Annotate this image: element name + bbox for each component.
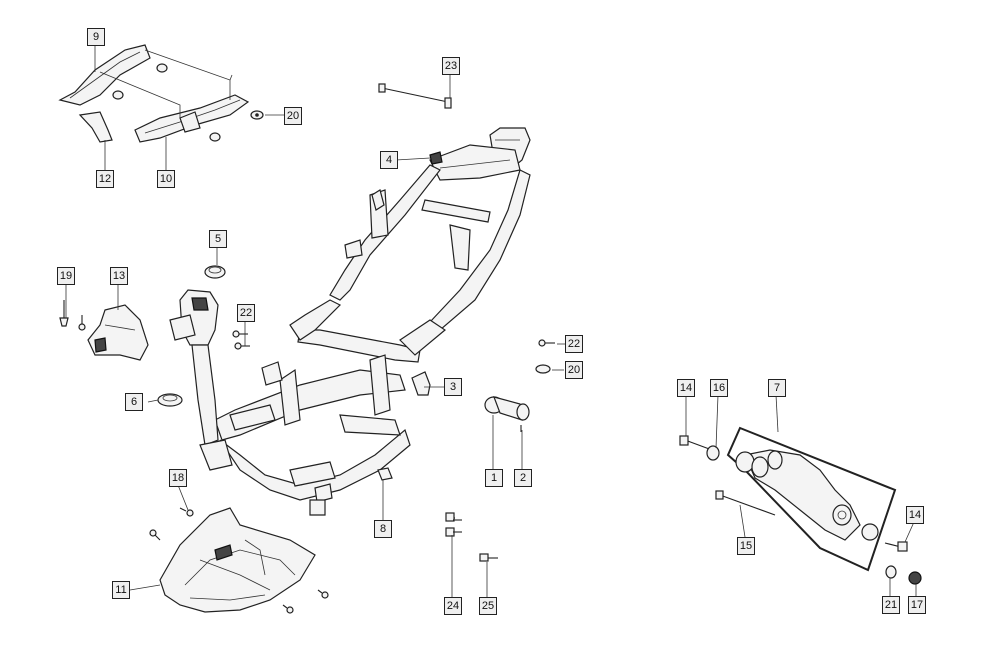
callout-22-right[interactable]: 22	[565, 335, 583, 353]
callout-12[interactable]: 12	[96, 170, 114, 188]
callout-23[interactable]: 23	[442, 57, 460, 75]
callout-25[interactable]: 25	[479, 597, 497, 615]
callout-15[interactable]: 15	[737, 537, 755, 555]
callout-9[interactable]: 9	[87, 28, 105, 46]
callout-16[interactable]: 16	[710, 379, 728, 397]
callout-8[interactable]: 8	[374, 520, 392, 538]
callout-14-left[interactable]: 14	[677, 379, 695, 397]
bracket-part-13	[59, 300, 149, 361]
callout-3[interactable]: 3	[444, 378, 462, 396]
callout-2[interactable]: 2	[514, 469, 532, 487]
callout-21[interactable]: 21	[882, 596, 900, 614]
callout-6[interactable]: 6	[125, 393, 143, 411]
callout-13[interactable]: 13	[110, 267, 128, 285]
callout-18[interactable]: 18	[169, 469, 187, 487]
callout-17[interactable]: 17	[908, 596, 926, 614]
callout-22-left[interactable]: 22	[237, 304, 255, 322]
callout-1[interactable]: 1	[485, 469, 503, 487]
callout-5[interactable]: 5	[209, 230, 227, 248]
floor-bracket-assembly	[58, 44, 264, 143]
engine-hanger-assembly	[679, 426, 922, 585]
callout-10[interactable]: 10	[157, 170, 175, 188]
callout-24[interactable]: 24	[444, 597, 462, 615]
callout-11[interactable]: 11	[112, 581, 130, 599]
callout-20-upper[interactable]: 20	[284, 107, 302, 125]
main-frame	[169, 127, 531, 516]
callout-20-lower[interactable]: 20	[565, 361, 583, 379]
callout-14-right[interactable]: 14	[906, 506, 924, 524]
cable-part-23	[378, 83, 452, 109]
leader-lines	[65, 44, 917, 597]
callout-4[interactable]: 4	[380, 151, 398, 169]
under-cover-part-11	[149, 507, 329, 614]
callout-7[interactable]: 7	[768, 379, 786, 397]
callout-19[interactable]: 19	[57, 267, 75, 285]
cap-parts-1-2	[484, 396, 530, 432]
